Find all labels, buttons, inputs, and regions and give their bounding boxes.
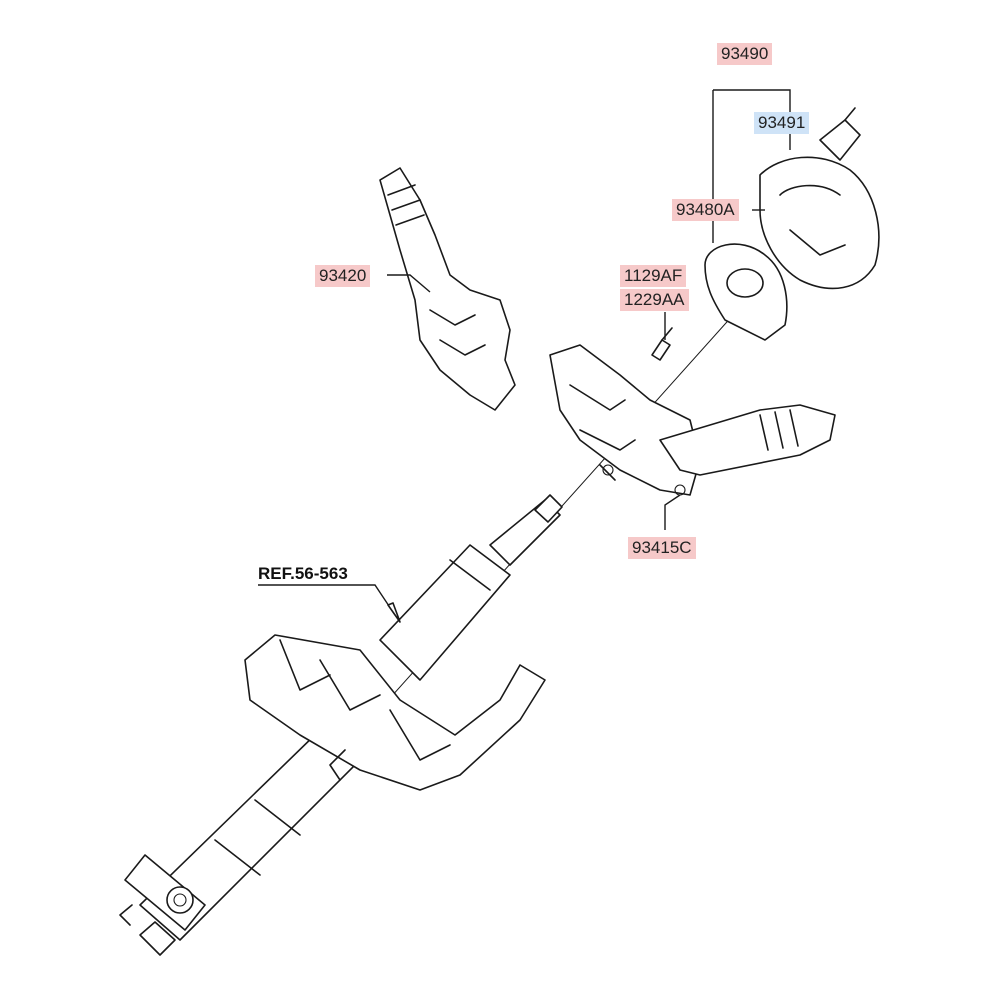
steering-column-assembly (119, 494, 563, 956)
lighting-switch-lever (379, 167, 516, 411)
leader-lines (258, 89, 791, 623)
label-93415C: 93415C (628, 537, 696, 559)
combination-switch-body (549, 344, 836, 496)
label-93480A: 93480A (672, 199, 739, 221)
label-93491: 93491 (754, 112, 810, 134)
label-1229AA: 1229AA (620, 289, 689, 311)
label-1129AF: 1129AF (620, 265, 687, 287)
label-ref: REF.56-563 (258, 564, 348, 583)
label-93420: 93420 (315, 265, 371, 287)
label-93490: 93490 (717, 43, 773, 65)
contact-ring (704, 243, 788, 341)
clock-spring (759, 107, 880, 290)
bolt (651, 327, 673, 361)
